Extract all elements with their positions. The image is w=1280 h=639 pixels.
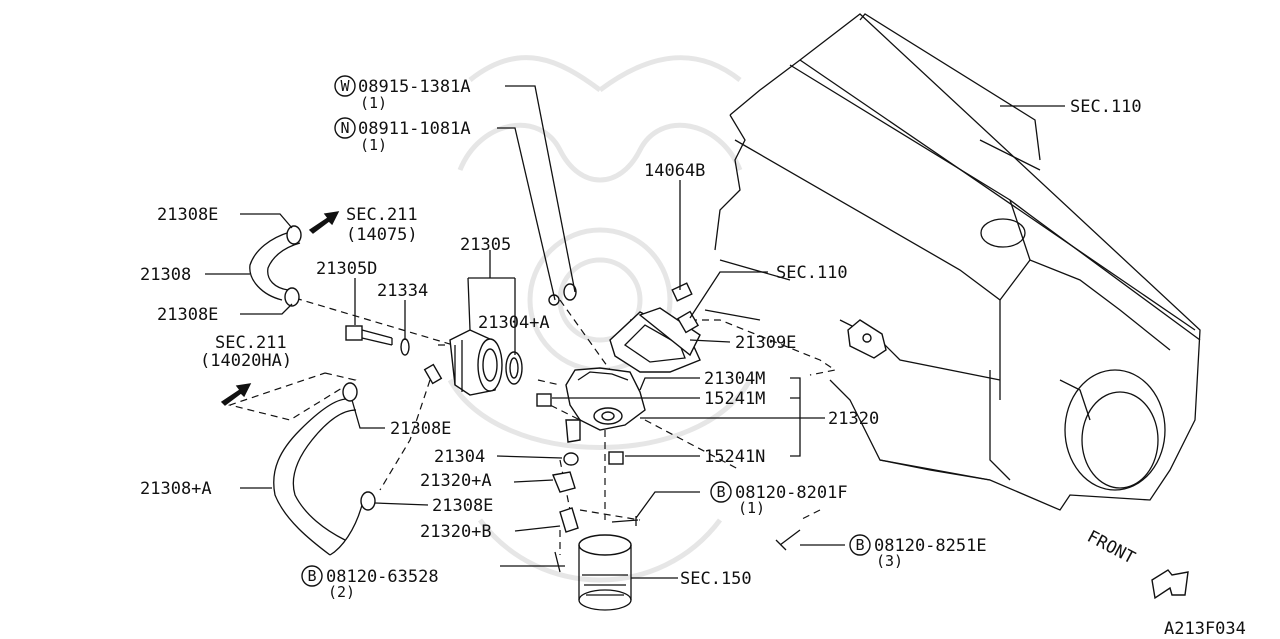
washer-21304	[563, 452, 579, 466]
bolt-21305d	[345, 325, 393, 346]
label-b-bolt-528: 08120-63528	[326, 567, 439, 587]
label-21305: 21305	[460, 235, 511, 255]
bracket-21320a	[552, 471, 576, 493]
label-b-bolt-e-qty: (3)	[876, 552, 903, 570]
leader-lines	[205, 85, 1065, 579]
diagram-code: A213F034	[1164, 619, 1246, 639]
engine-block	[704, 13, 1201, 511]
bolt-08120-8251e	[775, 529, 801, 551]
label-21308e-c: 21308E	[390, 419, 451, 439]
label-21308e-a: 21308E	[157, 205, 218, 225]
label-21304a: 21304+A	[478, 313, 550, 333]
label-b-bolt-f: 08120-8201F	[735, 483, 848, 503]
svg-text:B: B	[307, 567, 316, 585]
circle-b-icon: B	[849, 534, 871, 556]
label-sec150: SEC.150	[680, 569, 752, 589]
o-ring-21334	[400, 338, 410, 356]
label-sec211-b: SEC.211	[215, 333, 287, 353]
label-sec211-b-ref: (14020HA)	[200, 351, 292, 371]
label-n-nut-qty: (1)	[360, 136, 387, 154]
label-sec110-top: SEC.110	[1070, 97, 1142, 117]
sensor-sec110	[676, 310, 700, 334]
svg-text:B: B	[855, 536, 864, 554]
circle-b-icon: B	[301, 565, 323, 587]
oil-filter-bracket-21320	[565, 367, 646, 443]
label-21309e: 21309E	[735, 333, 796, 353]
hose-fitting	[423, 363, 443, 385]
label-15241m: 15241M	[704, 389, 765, 409]
label-21305d: 21305D	[316, 259, 377, 279]
label-b-bolt-f-qty: (1)	[738, 499, 765, 517]
label-21308e-d: 21308E	[432, 496, 493, 516]
stud-14064b	[671, 282, 693, 302]
washer-icon	[563, 283, 577, 301]
circle-w-icon: W	[334, 75, 356, 97]
label-21304m: 21304M	[704, 369, 765, 389]
oil-cooler-21305	[449, 329, 503, 396]
lower-hose	[273, 398, 363, 556]
svg-text:W: W	[340, 77, 350, 95]
label-21320b: 21320+B	[420, 522, 492, 542]
label-b-bolt-528-qty: (2)	[328, 583, 355, 601]
dashed-leaders	[227, 297, 837, 555]
label-21334: 21334	[377, 281, 428, 301]
gasket-21309e	[638, 307, 701, 357]
arrow-to-sec211-icon	[308, 211, 340, 234]
label-21308: 21308	[140, 265, 191, 285]
circle-n-icon: N	[334, 117, 356, 139]
label-21320: 21320	[828, 409, 879, 429]
label-sec211-a-ref: (14075)	[346, 225, 418, 245]
label-w-bolt-qty: (1)	[360, 94, 387, 112]
label-n-nut: 08911-1081A	[358, 119, 471, 139]
gasket-hole	[862, 333, 872, 343]
oil-filter-sec150	[578, 534, 632, 611]
svg-text:N: N	[340, 119, 349, 137]
circle-b-icon: B	[710, 481, 732, 503]
label-front: FRONT	[1084, 527, 1139, 569]
connector-15241n	[608, 451, 624, 465]
label-21308a: 21308+A	[140, 479, 212, 499]
label-21304: 21304	[434, 447, 485, 467]
label-14064b: 14064B	[644, 161, 705, 181]
bolt-08120-8201f	[611, 516, 639, 526]
label-15241n: 15241N	[704, 447, 765, 467]
label-w-bolt: 08915-1381A	[358, 77, 471, 97]
gasket-21304a-inner	[509, 357, 519, 379]
label-21308e-b: 21308E	[157, 305, 218, 325]
label-sec110-mid: SEC.110	[776, 263, 848, 283]
label-sec211-a: SEC.211	[346, 205, 418, 225]
front-arrow-icon	[1151, 569, 1189, 600]
bolt-08120-63528	[552, 551, 565, 573]
arrow-from-sec211-icon	[220, 383, 252, 406]
bracket-21320b	[559, 507, 579, 533]
hose-clamp-icon	[284, 225, 376, 511]
label-b-bolt-e: 08120-8251E	[874, 536, 987, 556]
label-21320a: 21320+A	[420, 471, 492, 491]
upper-hose	[249, 231, 301, 301]
connector-15241m	[536, 393, 552, 407]
svg-text:B: B	[716, 483, 725, 501]
